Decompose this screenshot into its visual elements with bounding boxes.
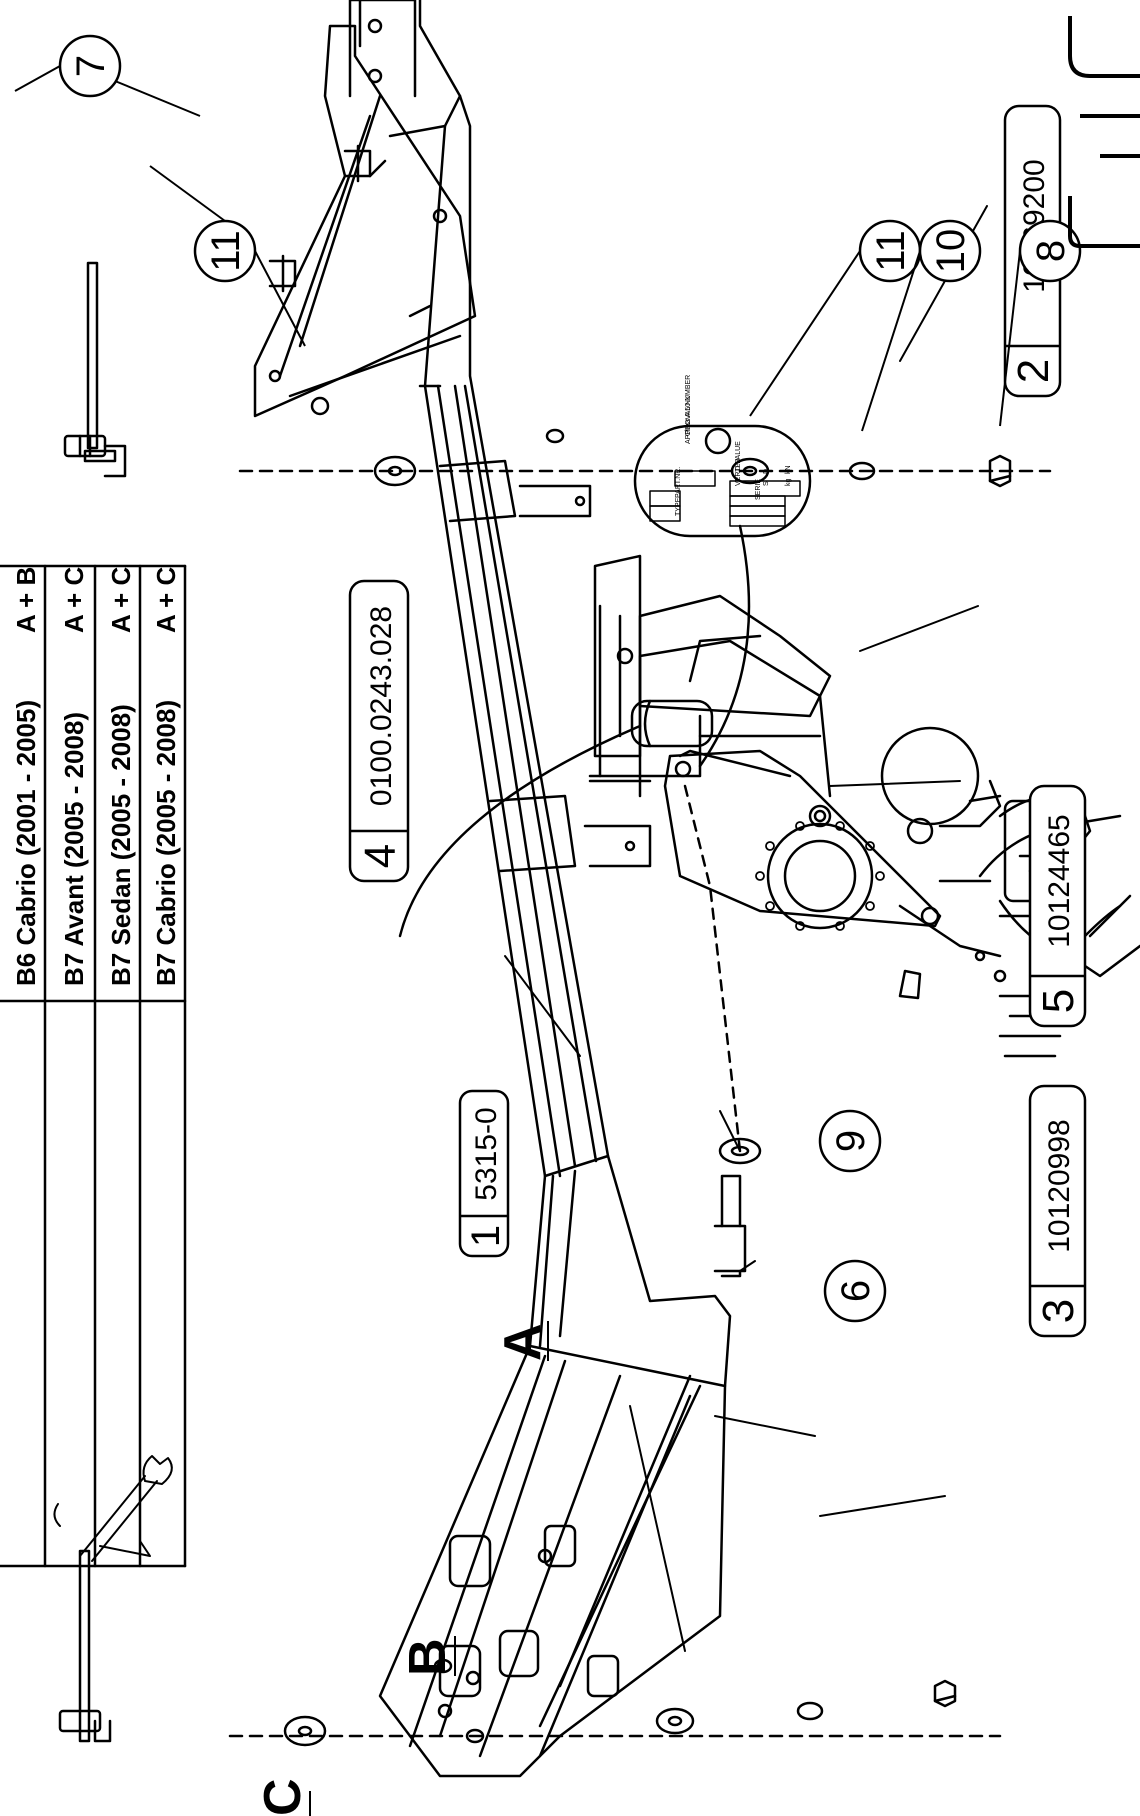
- socket-plate-holes: [755, 821, 885, 931]
- part-2-towball: [880, 726, 1140, 1058]
- plate-kn: kN: [785, 465, 792, 474]
- plate-serie: SERIE: [755, 479, 762, 500]
- plate-class: Class A 50-X: [685, 396, 692, 436]
- crossbar-beam: [423, 94, 652, 1178]
- part-5-socket-plate: [663, 749, 942, 931]
- callout-11-upper: 11: [204, 230, 248, 272]
- fitment-points-2: A + C: [59, 567, 89, 633]
- callout-7: 7: [69, 55, 113, 77]
- fitment-points-1: A + B: [11, 567, 41, 633]
- plate-vertld: VERTLD: [735, 459, 742, 487]
- part-3-code: 10120998: [1043, 1119, 1076, 1252]
- right-side-bracket: [253, 0, 477, 418]
- plate-approval: APPROVAL NUMBER: [685, 375, 692, 444]
- socket-bolt-axis: [683, 784, 742, 1153]
- callout-9: 9: [829, 1130, 873, 1152]
- callout-9-circle: [818, 1109, 882, 1173]
- plate-d: D: [763, 469, 770, 474]
- mount-hole-c: [433, 1658, 453, 1674]
- part-2-number: 2: [1009, 359, 1058, 383]
- part-4-arrow-line: [398, 724, 642, 938]
- washer-11-bottom-lower: [655, 1707, 695, 1735]
- brand-mark-partial: [1068, 16, 1140, 248]
- fitment-model-2: B7 Avant (2005 - 2008): [59, 712, 89, 986]
- part-5-number: 5: [1034, 989, 1083, 1013]
- plate-dvalue: D-VALUE: [735, 441, 742, 471]
- mount-point-label-a: A: [494, 1323, 552, 1361]
- nut-8-lower: [933, 1679, 957, 1708]
- type-plate-arrow-line: [698, 524, 751, 768]
- part-1-code: 5315-0: [470, 1107, 503, 1200]
- leader-lines: [504, 205, 988, 1652]
- part-4-socket-bracket: [588, 554, 832, 798]
- plate-type: TYPE: [675, 497, 682, 516]
- right-bracket-bolt: [268, 254, 297, 293]
- mount-hole-a: [545, 428, 565, 444]
- plate-partnr: PART.NR.: [675, 467, 682, 498]
- fitment-model-4: B7 Cabrio (2005 - 2008): [151, 700, 181, 986]
- right-bracket-bolt: [343, 144, 387, 183]
- plate-kg: kg: [785, 479, 792, 487]
- part-label-3: 3 10120998: [1028, 1084, 1087, 1338]
- bolt-6: [713, 1174, 747, 1278]
- callout-6-circle: [823, 1259, 887, 1323]
- left-side-bracket: [378, 1154, 732, 1778]
- fitment-points-4: A + C: [151, 567, 181, 633]
- socket-plate-nut: [808, 804, 832, 828]
- callout-11-lower: 11: [869, 230, 913, 272]
- part-3-number: 3: [1034, 1299, 1083, 1323]
- part-4-code: 0100.0243.028: [365, 606, 398, 806]
- part-4-number: 4: [356, 844, 405, 868]
- fitment-model-3: B7 Sedan (2005 - 2008): [106, 704, 136, 986]
- type-plate: [633, 424, 812, 538]
- washer-11-lower: [283, 1715, 327, 1747]
- fitment-table: [0, 564, 187, 1568]
- bolt-7-lower: [58, 1549, 112, 1743]
- fitment-model-1: B6 Cabrio (2001 - 2005): [11, 700, 41, 986]
- plate-s: S: [763, 481, 770, 486]
- part-label-5: 5 10124465: [1028, 784, 1087, 1028]
- wrench-icon: [53, 1455, 173, 1562]
- part-5-code: 10124465: [1043, 814, 1076, 947]
- fitment-points-3: A + C: [106, 567, 136, 633]
- nut-8-upper: [988, 454, 1012, 488]
- mount-point-label-c: C: [254, 1778, 312, 1816]
- bolt-7-upper: [63, 261, 127, 478]
- callout-10: 10: [929, 229, 973, 274]
- mount-hole-b: [465, 1728, 485, 1744]
- part-label-1: 1 5315-0: [458, 1089, 510, 1258]
- part-1-number: 1: [464, 1225, 508, 1247]
- lock-washer-10-lower: [796, 1701, 824, 1721]
- callout-6: 6: [834, 1280, 878, 1302]
- mount-point-label-b: B: [399, 1638, 457, 1676]
- part-label-4: 4 0100.0243.028: [348, 579, 410, 883]
- callout-8: 8: [1029, 240, 1073, 262]
